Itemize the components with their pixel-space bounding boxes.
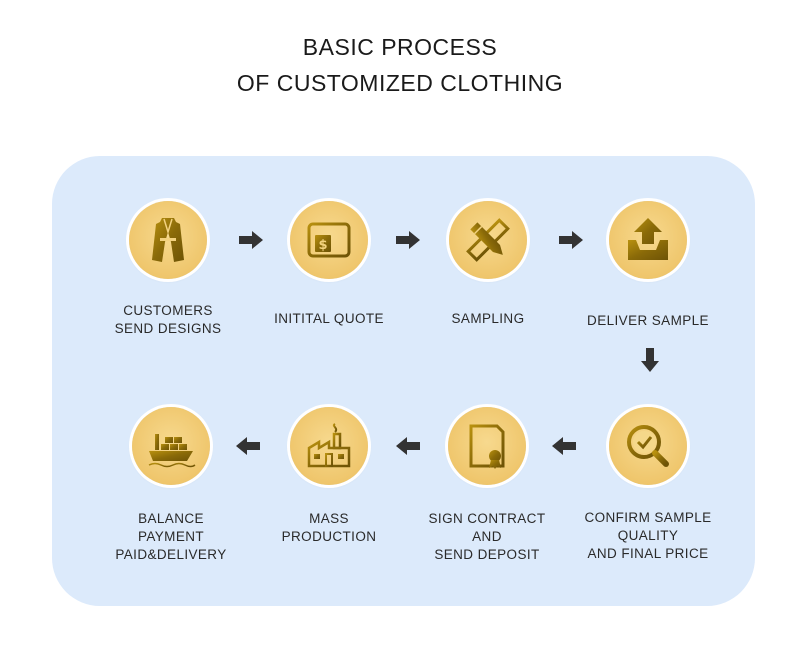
arrow-right-icon: [559, 231, 583, 249]
contract-seal-icon: [469, 424, 505, 469]
arrow-right-icon: [396, 231, 420, 249]
step-label: SAMPLING: [451, 311, 525, 326]
svg-text:$: $: [318, 238, 327, 253]
step-label: INITITAL QUOTE: [274, 311, 384, 326]
step-label: MASS PRODUCTION: [281, 511, 377, 544]
upload-tray-icon: [628, 218, 668, 260]
step-label: DELIVER SAMPLE: [587, 313, 709, 328]
step-label: CONFIRM SAMPLE QUALITY AND FINAL PRICE: [584, 510, 712, 561]
coat-icon: [152, 218, 184, 262]
arrow-down-icon: [641, 348, 659, 372]
dollar-window-icon: $: [307, 222, 351, 258]
arrow-right-icon: [239, 231, 263, 249]
step-label: CUSTOMERS SEND DESIGNS: [114, 303, 222, 336]
magnifier-check-icon: [627, 425, 669, 467]
page-title-line-1: BASIC PROCESS: [302, 34, 498, 60]
arrow-left-icon: [552, 437, 576, 455]
arrow-left-icon: [396, 437, 420, 455]
arrow-left-icon: [236, 437, 260, 455]
cargo-ship-icon: [148, 434, 196, 468]
factory-icon: [305, 423, 353, 468]
step-label: BALANCE PAYMENT PAID&DELIVERY: [115, 511, 227, 562]
step-label: SIGN CONTRACT AND SEND DEPOSIT: [428, 511, 546, 562]
page-title-line-2: OF CUSTOMIZED CLOTHING: [236, 70, 564, 96]
ruler-pencil-icon: [466, 218, 510, 262]
